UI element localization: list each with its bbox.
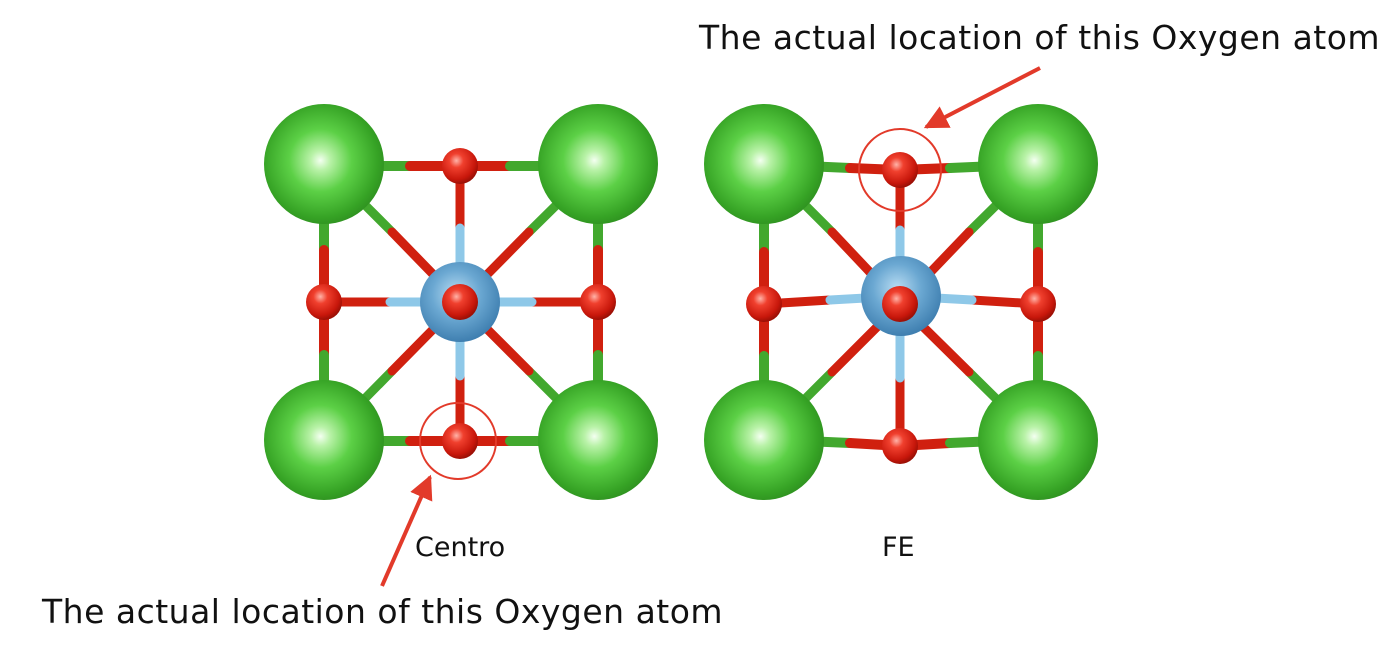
fe-corner-atom-bottom-right [978,380,1098,500]
centro-corner-atom-top-right [538,104,658,224]
fe-corner-atom-top-right [978,104,1098,224]
centro-oxygen-atom-bottom [442,423,478,459]
centro-corner-atom-top-left [264,104,384,224]
fe-oxygen-atom-center [882,286,918,322]
fe-corner-atom-bottom-left [704,380,824,500]
centro-pointer-arrow [380,474,433,587]
fe-oxygen-atom-bottom [882,428,918,464]
centro-highlight-circle [419,402,497,480]
centro-oxygen-atom-center [442,284,478,320]
centro-corner-atom-bottom-left [264,380,384,500]
fe-pointer-arrow [923,66,1041,129]
centro-structure [264,104,658,587]
centro-oxygen-atom-right [580,284,616,320]
fe-oxygen-atom-left [746,286,782,322]
centro-oxygen-atom-top [442,148,478,184]
top-annotation: The actual location of this Oxygen atom [699,18,1381,57]
fe-corner-atom-top-left [704,104,824,224]
fe-label: FE [882,532,915,563]
fe-oxygen-atom-right [1020,286,1056,322]
centro-label: Centro [415,532,506,563]
fe-highlight-circle [858,128,942,212]
centro-corner-atom-bottom-right [538,380,658,500]
fe-structure [704,66,1098,500]
bottom-annotation: The actual location of this Oxygen atom [42,592,724,631]
centro-oxygen-atom-left [306,284,342,320]
fe-oxygen-atom-top [882,152,918,188]
